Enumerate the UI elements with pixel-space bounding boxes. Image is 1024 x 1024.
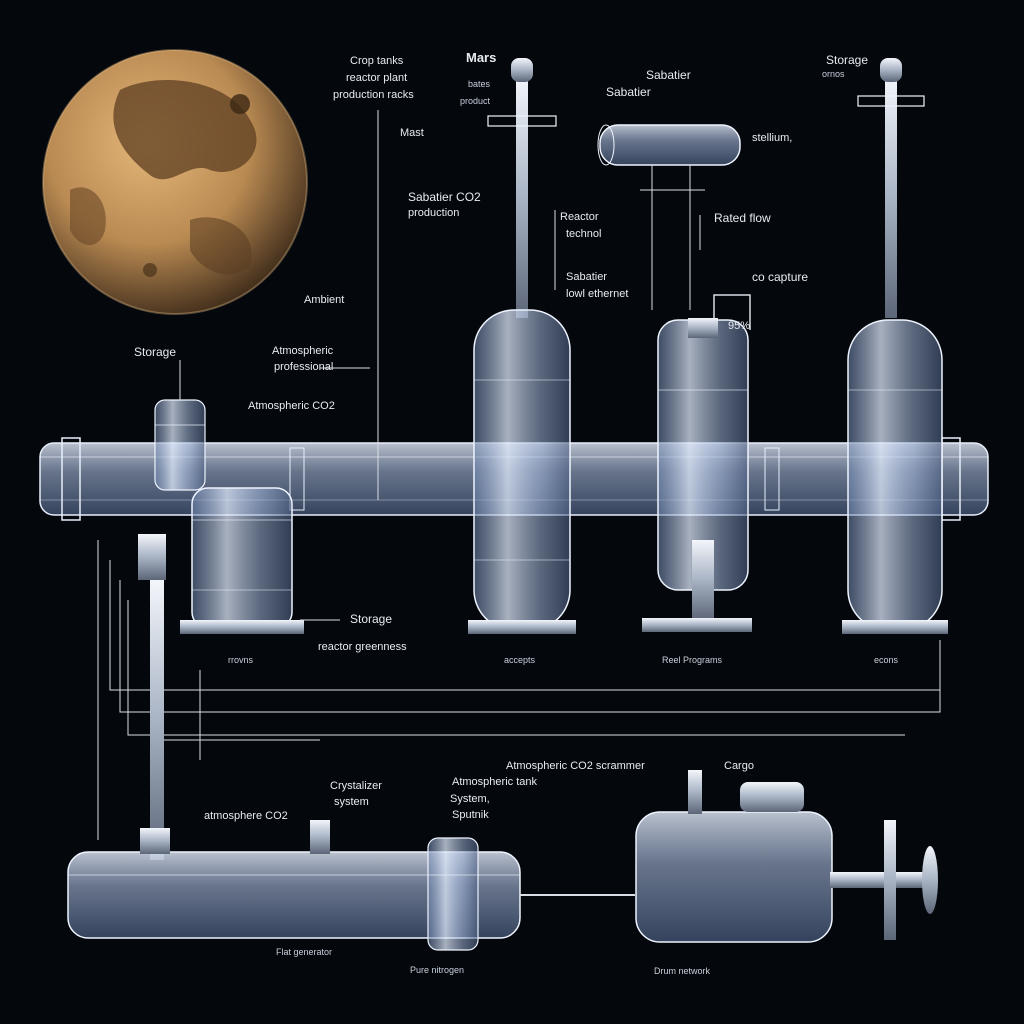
label-mars-sub2: product (460, 96, 491, 106)
label-base-right: Reel Programs (662, 655, 723, 665)
label-cargo: Cargo (724, 760, 754, 772)
label-rated-flow: Rated flow (714, 211, 771, 225)
label-mars-sub1: bates (468, 79, 491, 89)
label-sabatier-top2: Sabatier (606, 85, 651, 99)
label-technol: technol (566, 228, 602, 240)
label-stellium: stellium, (752, 132, 793, 144)
label-mast: Mast (400, 127, 424, 139)
label-mars: Mars (466, 50, 497, 65)
label-atmosphere-sub: Atmospheric (272, 345, 334, 357)
drum-tank (635, 770, 938, 943)
storage-tank-small (154, 360, 206, 491)
label-system2: System, (450, 793, 490, 805)
label-production-racks: production racks (333, 89, 414, 101)
label-sabatier-mid: Sabatier (566, 271, 607, 283)
label-storage-top-sub: ornos (822, 69, 845, 79)
label-atmospheric-co2: Atmospheric CO2 (248, 400, 335, 412)
tall-storage-column-2 (842, 58, 948, 634)
label-base-left: rrovns (228, 655, 254, 665)
signal-bus-lines (97, 540, 941, 840)
sabatier-cylinder-top (597, 124, 741, 310)
label-reactor-plant: reactor plant (346, 72, 408, 84)
label-reactor-greenness: reactor greenness (318, 641, 407, 653)
storage-vessel-left (138, 487, 304, 634)
leader-lines (300, 110, 701, 621)
label-storage-top: Storage (826, 53, 869, 67)
label-storage-left: Storage (134, 345, 177, 359)
sabatier-reactor-tank (642, 294, 752, 632)
label-base-mid: accepts (504, 655, 536, 665)
label-production: production (408, 207, 460, 219)
label-sabatier-top: Sabatier (646, 68, 691, 82)
label-atmospheric-tank: Atmospheric tank (452, 776, 537, 788)
label-flat-generator: Flat generator (276, 947, 333, 957)
label-pct95: 95% (728, 320, 751, 332)
label-atmospheric-co2-scrammer: Atmospheric CO2 scrammer (506, 760, 645, 772)
vertical-feed-pipe (150, 580, 164, 860)
label-reactor: Reactor (560, 211, 599, 223)
label-crop-tanks: Crop tanks (350, 55, 404, 67)
bottom-generator-cylinder (67, 820, 635, 951)
label-base-far: econs (874, 655, 899, 665)
mars-planet (42, 49, 308, 315)
label-storage-mid: Storage (350, 612, 393, 626)
label-sputnik: Sputnik (452, 809, 489, 821)
label-professional: professional (274, 361, 334, 373)
tall-reactor-column-1 (468, 58, 576, 634)
label-co-capture: co capture (752, 270, 809, 284)
label-pure-nitrogen: Pure nitrogen (410, 965, 465, 975)
label-crystalizer: Crystalizer (330, 780, 382, 792)
label-atmosphere-co2-bottom: atmosphere CO2 (204, 810, 288, 822)
label-system: system (334, 796, 369, 808)
label-ambient: Ambient (304, 294, 345, 306)
label-drum-network: Drum network (654, 966, 711, 976)
label-sabatier-co2: Sabatier CO2 (408, 190, 481, 204)
label-lowl-ethernet: lowl ethernet (566, 288, 629, 300)
